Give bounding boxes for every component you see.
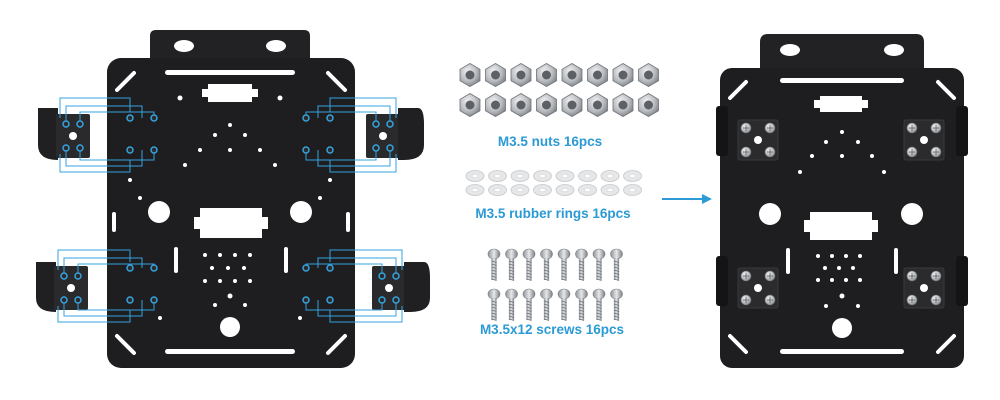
rubber-rings-image xyxy=(465,170,642,196)
chassis-plate-exploded xyxy=(107,30,355,368)
nut xyxy=(612,63,634,87)
rubber-ring xyxy=(578,170,597,182)
screw xyxy=(592,248,606,281)
screw xyxy=(540,248,553,281)
plate-screw-points xyxy=(60,114,400,304)
rubber-ring xyxy=(488,170,507,182)
nut xyxy=(587,93,608,117)
rubber-ring xyxy=(465,170,485,182)
nut xyxy=(638,93,659,117)
screws-image xyxy=(487,248,623,321)
nut xyxy=(561,63,583,87)
nut xyxy=(485,93,506,117)
mounted-bracket xyxy=(903,119,945,161)
screw xyxy=(610,288,623,321)
nut xyxy=(536,63,557,87)
nuts-image xyxy=(459,63,659,117)
rubber-ring xyxy=(533,170,552,182)
mounted-bracket xyxy=(737,119,779,161)
rubber-ring xyxy=(555,170,575,182)
rubber-ring xyxy=(510,184,530,196)
screw xyxy=(487,248,501,281)
nut xyxy=(510,93,532,117)
right-arrow-icon xyxy=(662,194,712,204)
screws-label: M3.5x12 screws 16pcs xyxy=(479,322,625,337)
screw xyxy=(522,248,536,281)
nut xyxy=(459,63,481,87)
rubber-ring xyxy=(623,170,642,182)
screw xyxy=(575,248,588,281)
mounted-bracket xyxy=(737,267,779,309)
nut xyxy=(510,63,532,87)
rubber-ring xyxy=(600,170,620,182)
screw xyxy=(557,248,571,281)
screw xyxy=(575,288,588,321)
mounted-bracket xyxy=(903,267,945,309)
screw xyxy=(505,288,518,321)
rubber-ring xyxy=(510,170,530,182)
screw xyxy=(540,288,553,321)
screw xyxy=(557,288,571,321)
nut xyxy=(459,93,481,117)
chassis-plate-assembled xyxy=(716,34,968,368)
rubber-ring xyxy=(533,184,552,196)
nut xyxy=(485,63,506,87)
nut xyxy=(587,63,608,87)
nut xyxy=(638,63,659,87)
screw xyxy=(487,288,501,321)
rubber-rings-label: M3.5 rubber rings 16pcs xyxy=(475,206,631,221)
nuts-label: M3.5 nuts 16pcs xyxy=(497,134,603,149)
screw xyxy=(522,288,536,321)
rubber-ring xyxy=(623,184,642,196)
nut xyxy=(561,93,583,117)
rubber-ring xyxy=(600,184,620,196)
screw xyxy=(592,288,606,321)
nut xyxy=(536,93,557,117)
rubber-ring xyxy=(465,184,485,196)
screw xyxy=(610,248,623,281)
screw xyxy=(505,248,518,281)
rubber-ring xyxy=(555,184,575,196)
rubber-ring xyxy=(578,184,597,196)
nut xyxy=(612,93,634,117)
rubber-ring xyxy=(488,184,507,196)
